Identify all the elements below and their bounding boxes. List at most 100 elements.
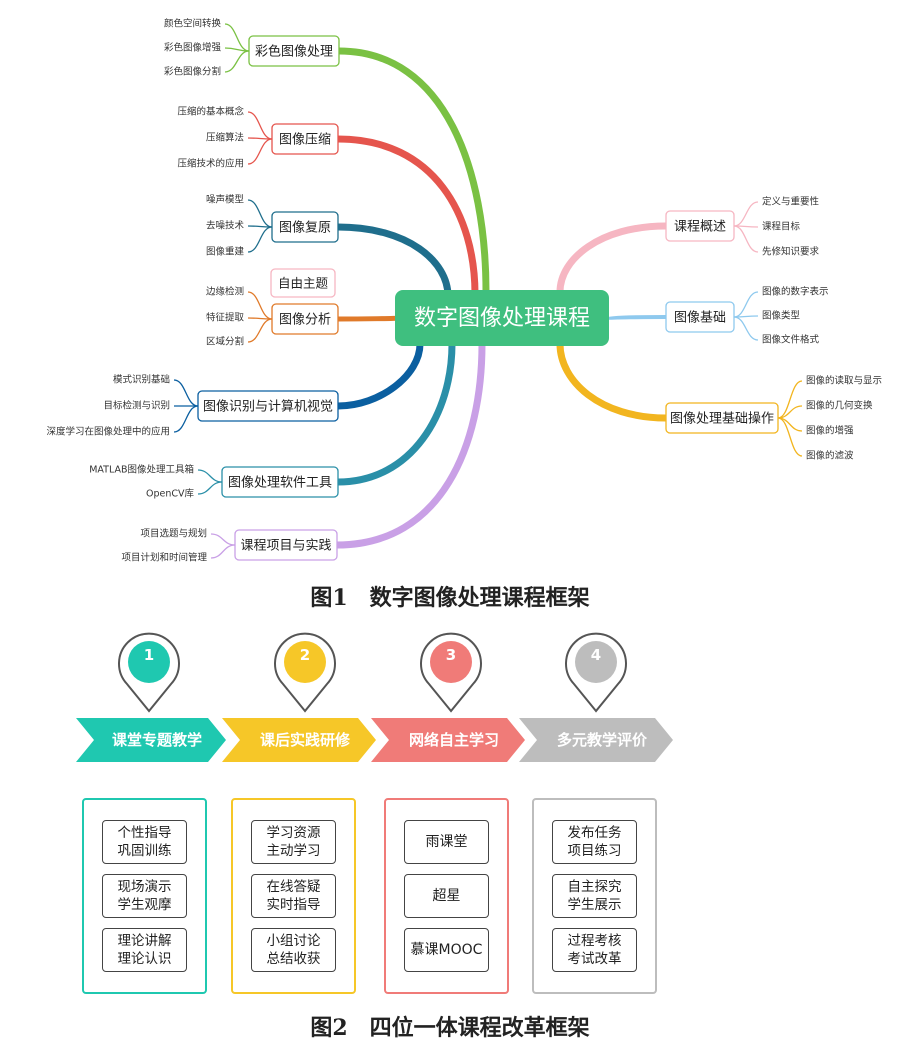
stage-item-text: 理论讲解 [117, 933, 172, 949]
stage-arrow-label: 课堂专题教学 [111, 731, 202, 749]
leaf-connector [247, 226, 273, 253]
free-topic-box [270, 268, 336, 298]
branch-ribbon [335, 47, 490, 296]
stage-item-text: 实时指导 [266, 897, 321, 913]
leaf-connector [173, 405, 199, 433]
branch-node-box [271, 211, 339, 243]
branch-ribbon [334, 340, 456, 486]
leaf-connector [777, 417, 803, 457]
stage-marker-pin: 1 [117, 630, 181, 714]
stage-item-box: 自主探究学生展示 [552, 874, 637, 918]
stage-item-box: 雨课堂 [404, 820, 489, 864]
branch-node-label: 彩色图像处理 [255, 44, 333, 60]
stage-panel: 个性指导巩固训练现场演示学生观摩理论讲解理论认识 [82, 798, 207, 994]
stage-item-box: 个性指导巩固训练 [102, 820, 187, 864]
pin-icon [565, 632, 627, 713]
leaf-connector [224, 50, 250, 73]
leaf-label: 图像类型 [762, 310, 801, 322]
branch-ribbon [556, 340, 670, 422]
branch-node-box [665, 402, 779, 434]
pin-icon [274, 632, 336, 713]
stage-item-text: 在线答疑 [266, 879, 321, 895]
leaf-label: 图像的增强 [806, 425, 854, 437]
branch-ribbon [334, 135, 479, 298]
leaf-connector [733, 201, 759, 227]
stage-number: 2 [299, 646, 311, 664]
stage-item-text: 慕课MOOC [410, 942, 483, 958]
stage-panel: 发布任务项目练习自主探究学生展示过程考核考试改革 [532, 798, 657, 994]
center-node-box [395, 290, 609, 346]
leaf-label: 彩色图像分割 [164, 66, 221, 78]
stage-panel: 雨课堂超星慕课MOOC [384, 798, 509, 994]
stage-arrow: 网络自主学习 [371, 718, 525, 762]
branch-nodes: 彩色图像处理图像压缩图像复原图像分析图像识别与计算机视觉图像处理软件工具课程项目… [197, 35, 779, 561]
branch-node-label: 图像识别与计算机视觉 [203, 400, 333, 415]
leaf-label: MATLAB图像处理工具箱 [89, 464, 194, 476]
branch-node-label: 图像处理软件工具 [228, 476, 332, 491]
stage-item-text: 学习资源 [266, 825, 321, 841]
stage-item-box: 小组讨论总结收获 [251, 928, 336, 972]
leaf-label: 图像的几何变换 [806, 400, 873, 412]
leaf-label: 模式识别基础 [113, 374, 170, 386]
leaf-label: 图像的数字表示 [762, 286, 829, 298]
leaf-connector [197, 481, 223, 495]
branch-node-label: 图像处理基础操作 [670, 411, 774, 427]
leaf-connector [777, 380, 803, 419]
leaf-label: 噪声模型 [206, 194, 245, 206]
leaf-label: 项目选题与规划 [140, 528, 207, 540]
stage-item-text: 小组讨论 [266, 933, 321, 949]
branch-ribbon [556, 222, 670, 296]
leaf-connector [733, 291, 759, 318]
branch-ribbon [606, 315, 668, 320]
branch-ribbon [333, 340, 486, 549]
leaf-label: 项目计划和时间管理 [121, 552, 207, 564]
leaf-label: 颜色空间转换 [164, 18, 222, 30]
leaf-connector [247, 111, 273, 140]
leaf-label: 压缩技术的应用 [177, 158, 244, 170]
stage-item-text: 个性指导 [117, 825, 172, 841]
leaf-label: 深度学习在图像处理中的应用 [46, 426, 170, 438]
stage-item-box: 发布任务项目练习 [552, 820, 637, 864]
leaf-connector [247, 291, 273, 320]
leaf-connector [197, 469, 223, 483]
stage-panel: 学习资源主动学习在线答疑实时指导小组讨论总结收获 [231, 798, 356, 994]
mind-map: 彩色图像处理图像压缩图像复原图像分析图像识别与计算机视觉图像处理软件工具课程项目… [46, 18, 882, 564]
stage-item-text: 学生展示 [567, 897, 622, 913]
leaf-connector [247, 318, 273, 343]
leaf-label: 图像重建 [206, 246, 245, 258]
leaf-label: 压缩算法 [206, 132, 244, 144]
stage-arrow-label: 多元教学评价 [556, 731, 647, 749]
branch-node-label: 图像复原 [279, 221, 331, 236]
stage-item-box: 现场演示学生观摩 [102, 874, 187, 918]
leaf-label: 图像文件格式 [762, 334, 820, 346]
stage-marker-pin: 2 [273, 630, 337, 714]
branch-node-label: 课程概述 [674, 220, 726, 235]
leaf-connector [224, 23, 250, 52]
stage-arrow-label: 课后实践研修 [259, 731, 350, 749]
leaf-label: 压缩的基本概念 [177, 106, 244, 118]
stage-item-text: 现场演示 [117, 879, 172, 895]
stage-item-text: 学生观摩 [117, 897, 172, 913]
branch-node-box [665, 301, 735, 333]
stage-marker-pin: 3 [419, 630, 483, 714]
stage-number: 4 [590, 646, 602, 664]
branch-node-label: 图像基础 [674, 311, 726, 326]
leaf-label: 图像的滤波 [806, 450, 854, 462]
leaf-label: 去噪技术 [206, 220, 245, 232]
stage-item-text: 发布任务 [567, 825, 622, 841]
stage-item-box: 慕课MOOC [404, 928, 489, 972]
branch-node-box [271, 123, 339, 155]
stage-item-text: 主动学习 [266, 843, 321, 859]
branch-node-label: 图像压缩 [279, 132, 331, 148]
stage-arrow: 课后实践研修 [222, 718, 376, 762]
pin-icon [420, 632, 482, 713]
branch-ribbon [335, 315, 403, 322]
stage-item-text: 总结收获 [266, 951, 321, 967]
leaf-label: 课程目标 [762, 221, 801, 233]
stage-item-text: 项目练习 [567, 843, 622, 859]
leaf-label: 边缘检测 [206, 286, 244, 298]
stage-item-box: 学习资源主动学习 [251, 820, 336, 864]
leaf-label: 图像的读取与显示 [806, 375, 882, 387]
leaf-label: 特征提取 [206, 312, 245, 324]
leaf-label: 目标检测与识别 [103, 400, 170, 412]
